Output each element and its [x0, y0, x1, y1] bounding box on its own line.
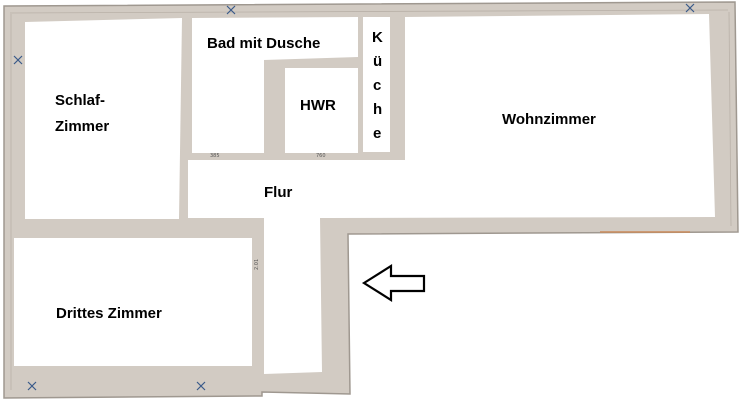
label-kueche-ue: ü	[373, 53, 382, 70]
room-labels: Schlaf- Zimmer Bad mit Dusche HWR K ü c …	[55, 29, 596, 322]
wall-seam-right	[728, 11, 732, 227]
room-hwr	[285, 68, 358, 153]
label-drittes-zimmer: Drittes Zimmer	[56, 305, 162, 322]
window-marker-left	[13, 55, 23, 65]
room-schlafzimmer	[25, 18, 182, 219]
window-marker-top-right	[685, 3, 695, 13]
label-bad: Bad mit Dusche	[207, 35, 320, 52]
room-wohnzimmer	[328, 14, 715, 218]
label-kueche-e: e	[373, 125, 381, 142]
label-schlafzimmer-line1: Schlaf-	[55, 92, 105, 109]
label-kueche-h: h	[373, 101, 382, 118]
label-flur: Flur	[264, 184, 292, 201]
dimension-hwr: 760	[316, 153, 326, 159]
label-kueche-k: K	[372, 29, 383, 46]
label-wohnzimmer: Wohnzimmer	[502, 111, 596, 128]
label-schlafzimmer-line2: Zimmer	[55, 118, 109, 135]
entrance-arrow-icon	[361, 264, 426, 302]
label-kueche-c: c	[373, 77, 381, 94]
dimension-flur: 2.01	[254, 259, 260, 270]
rooms	[14, 14, 715, 374]
plan-details: 760 385 2.01	[13, 3, 695, 391]
label-hwr: HWR	[300, 97, 336, 114]
room-drittes-zimmer	[14, 238, 252, 366]
wall-seam-top	[9, 9, 729, 14]
room-flur	[188, 160, 330, 374]
window-marker-top-left	[226, 5, 236, 15]
room-kueche	[363, 17, 390, 152]
room-bad	[192, 17, 358, 153]
window-marker-bottom-mid	[196, 381, 206, 391]
window-marker-bottom-left	[27, 381, 37, 391]
dimension-bad: 385	[210, 153, 220, 159]
